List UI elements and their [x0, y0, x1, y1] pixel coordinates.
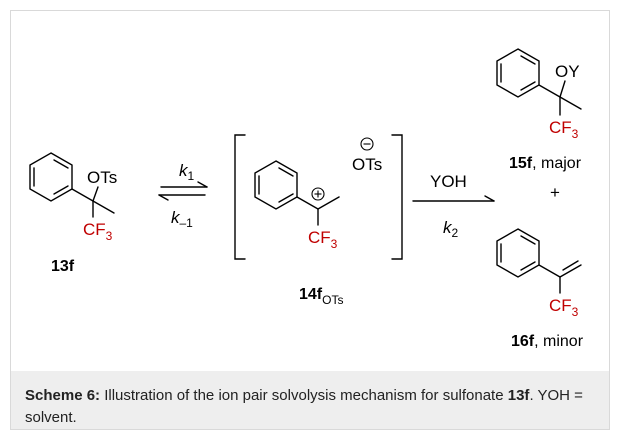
- forward-arrow: [412, 195, 495, 202]
- caption-text-after: . YOH = solvent.: [25, 387, 583, 426]
- benzene-ring: [496, 228, 540, 278]
- reagent-yoh-label: YOH: [430, 172, 467, 191]
- cf3-label: CF3: [549, 296, 579, 319]
- double-bond-outer: [559, 264, 582, 278]
- rate-constant-k1: k1: [179, 161, 195, 183]
- compound-label-14f: 14fOTs: [299, 286, 343, 307]
- rate-constant-k2: k2: [443, 218, 459, 240]
- compound-label-16f: 16f, minor: [511, 333, 584, 350]
- benzene-ring: [496, 48, 540, 98]
- scheme-caption: Scheme 6: Illustration of the ion pair s…: [11, 371, 609, 429]
- bond-ring-cation: [296, 196, 319, 210]
- double-bond-inner: [562, 260, 579, 271]
- counter-ion-ots-label: OTs: [352, 155, 382, 174]
- scheme-drawing: OTs CF3 13f k1 k–1: [29, 48, 584, 350]
- left-bracket: [234, 134, 246, 260]
- bond-methyl: [317, 196, 340, 210]
- bond-to-ots: [92, 186, 99, 202]
- benzene-ring: [254, 160, 298, 210]
- reaction-scheme: OTs CF3 13f k1 k–1: [10, 10, 610, 430]
- cf3-label: CF3: [549, 118, 579, 141]
- caption-scheme-label: Scheme 6:: [25, 387, 101, 404]
- compound-label-15f: 15f, major: [509, 155, 582, 172]
- caption-compound-ref: 13f: [507, 387, 530, 404]
- cf3-label: CF3: [83, 220, 113, 243]
- bond-methyl: [92, 200, 115, 214]
- cf3-label: CF3: [308, 228, 338, 251]
- oy-label: OY: [555, 62, 580, 81]
- equilibrium-arrows: [158, 181, 208, 201]
- caption-text-before: Illustration of the ion pair solvolysis …: [100, 387, 508, 404]
- compound-13f-structure: OTs CF3: [29, 152, 117, 243]
- bond-ring-vinyl: [538, 264, 561, 278]
- bond-methyl: [559, 96, 582, 110]
- positive-charge-icon: [311, 187, 325, 201]
- right-bracket: [391, 134, 403, 260]
- compound-15f-structure: OY CF3: [496, 48, 582, 141]
- bond-ring-quaternary: [71, 188, 94, 202]
- compound-label-13f: 13f: [51, 258, 75, 275]
- rate-constant-k-minus1: k–1: [171, 208, 193, 230]
- bond-ring-quaternary: [538, 84, 561, 98]
- compound-14f-structure: CF3 OTs: [254, 137, 382, 251]
- negative-charge-icon: [360, 137, 374, 151]
- compound-16f-structure: CF3: [496, 228, 582, 319]
- plus-sign: +: [550, 183, 560, 202]
- bond-to-oy: [559, 80, 566, 98]
- ots-label: OTs: [87, 168, 117, 187]
- benzene-ring: [29, 152, 73, 202]
